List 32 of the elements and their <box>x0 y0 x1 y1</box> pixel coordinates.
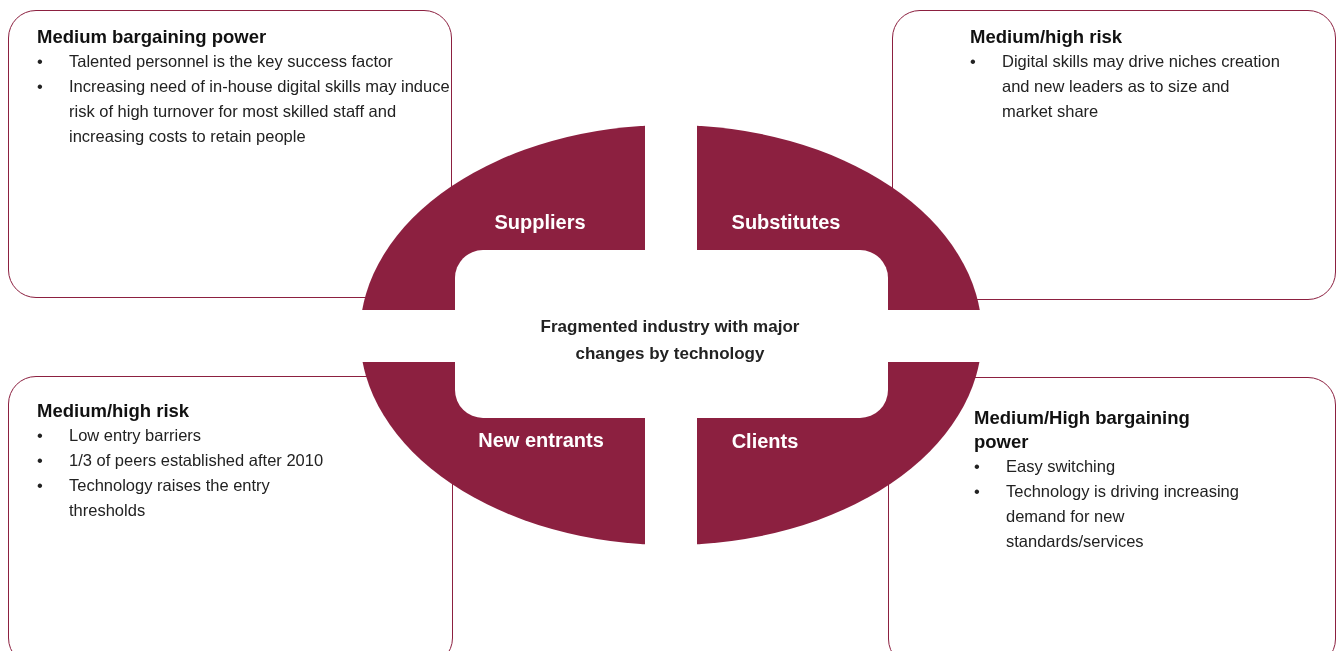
bullet-item: Technology is driving increasing demand for new standards/services <box>1006 481 1240 552</box>
bullet-item: Easy switching <box>1006 456 1117 477</box>
text-card <box>888 377 1336 651</box>
bullet-item: Low entry barriers <box>69 425 203 446</box>
quadrant-label: Substitutes <box>731 210 841 234</box>
bullet-mark: • <box>37 52 43 70</box>
quadrant-label: New entrants <box>478 428 604 452</box>
bullet-item: Digital skills may drive niches creation and new leaders as to size and market share <box>1002 51 1280 122</box>
text-card <box>8 10 452 298</box>
bullet-mark: • <box>974 482 980 500</box>
bullet-item: Talented personnel is the key success factor <box>69 51 394 72</box>
ellipse-quadrant <box>697 125 983 310</box>
ellipse-quadrant <box>360 362 645 545</box>
bullet-item: 1/3 of peers established after 2010 <box>69 450 325 471</box>
bullet-mark: • <box>37 77 43 95</box>
bullet-mark: • <box>37 451 43 469</box>
bullet-mark: • <box>37 426 43 444</box>
quadrant-label: Clients <box>731 429 799 453</box>
card-heading: Medium/high risk <box>970 25 1124 49</box>
card-heading: Medium/high risk <box>37 399 191 423</box>
bullet-item: Increasing need of in-house digital skills may induce risk of high turnover for most skilled staff and increasing costs to retain people <box>69 76 451 147</box>
card-heading: Medium/High bargaining power <box>974 406 1191 454</box>
card-heading: Medium bargaining power <box>37 25 268 49</box>
bullet-item: Technology raises the entry thresholds <box>69 475 271 521</box>
text-card <box>892 10 1336 300</box>
center-text: Fragmented industry with major changes by technology <box>505 313 835 367</box>
ellipse-quadrant <box>360 125 645 310</box>
bullet-mark: • <box>37 476 43 494</box>
quadrant-label: Suppliers <box>494 210 586 234</box>
text-card <box>8 376 453 651</box>
bullet-mark: • <box>974 457 980 475</box>
bullet-mark: • <box>970 52 976 70</box>
